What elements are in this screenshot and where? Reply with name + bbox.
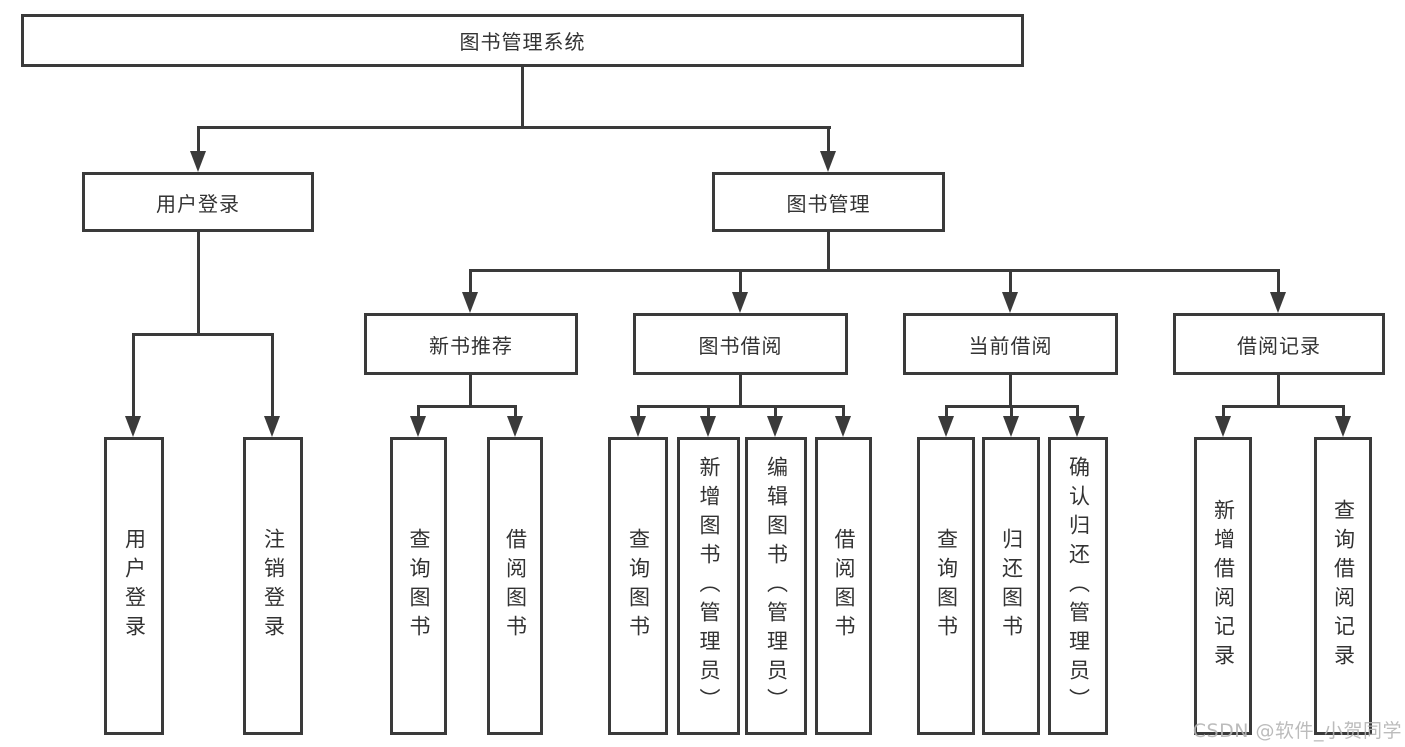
node-label: 借阅记录 (1237, 333, 1321, 358)
connector-line (945, 405, 948, 418)
leaf-label: 新增借阅记录 (1211, 499, 1236, 673)
node-book-borrowing: 图书借阅 (633, 313, 848, 375)
connector-line (827, 126, 830, 156)
connector-line (1222, 405, 1225, 418)
connector-line (1342, 405, 1345, 418)
node-new-book-recommendation: 新书推荐 (364, 313, 578, 375)
arrowhead-icon (630, 416, 646, 437)
connector-line (514, 405, 517, 418)
arrowhead-icon (820, 151, 836, 172)
connector-line (417, 405, 517, 408)
leaf-borrow-books-recommend: 借阅图书 (487, 437, 543, 735)
connector-line (132, 333, 135, 417)
connector-line (271, 333, 274, 417)
leaf-query-books-current: 查询图书 (917, 437, 975, 735)
leaf-add-borrow-record: 新增借阅记录 (1194, 437, 1252, 735)
leaf-label: 确认归还（管理员） (1066, 455, 1091, 717)
node-label: 当前借阅 (968, 333, 1053, 358)
node-label: 新书推荐 (429, 333, 513, 358)
leaf-user-login: 用户登录 (104, 437, 164, 735)
arrowhead-icon (1003, 416, 1019, 437)
connector-line (739, 375, 742, 407)
connector-line (1010, 405, 1013, 418)
connector-line (707, 405, 710, 418)
leaf-label: 注销登录 (261, 528, 286, 644)
connector-line (197, 126, 200, 156)
arrowhead-icon (264, 416, 280, 437)
arrowhead-icon (190, 151, 206, 172)
node-user-login: 用户登录 (82, 172, 314, 232)
leaf-query-books-borrow: 查询图书 (608, 437, 668, 735)
connector-line (197, 126, 831, 129)
connector-line (842, 405, 845, 418)
arrowhead-icon (700, 416, 716, 437)
connector-line (521, 67, 524, 128)
connector-line (132, 333, 274, 336)
node-label: 图书借阅 (698, 333, 783, 358)
arrowhead-icon (835, 416, 851, 437)
arrowhead-icon (125, 416, 141, 437)
arrowhead-icon (410, 416, 426, 437)
connector-line (417, 405, 420, 418)
connector-line (774, 405, 777, 418)
connector-line (1222, 405, 1344, 408)
arrowhead-icon (1069, 416, 1085, 437)
node-label: 用户登录 (156, 191, 240, 216)
connector-line (469, 375, 472, 407)
node-current-borrowing: 当前借阅 (903, 313, 1118, 375)
node-borrowing-records: 借阅记录 (1173, 313, 1385, 375)
arrowhead-icon (507, 416, 523, 437)
leaf-label: 用户登录 (122, 528, 147, 644)
connector-line (637, 405, 640, 418)
leaf-label: 归还图书 (999, 528, 1024, 644)
connector-line (1009, 269, 1012, 293)
arrowhead-icon (1270, 292, 1286, 313)
connector-line (1277, 269, 1280, 293)
arrowhead-icon (1002, 292, 1018, 313)
leaf-edit-books-admin: 编辑图书（管理员） (745, 437, 807, 735)
leaf-label: 新增图书（管理员） (697, 455, 721, 717)
connector-line (197, 232, 200, 336)
leaf-label: 查询图书 (934, 528, 959, 644)
leaf-label: 查询图书 (407, 528, 431, 644)
leaf-logout: 注销登录 (243, 437, 303, 735)
node-label: 图书管理 (786, 191, 871, 216)
leaf-query-borrow-record: 查询借阅记录 (1314, 437, 1372, 735)
connector-line (637, 405, 845, 408)
connector-line (739, 269, 742, 293)
leaf-label: 借阅图书 (832, 528, 856, 644)
leaf-return-books: 归还图书 (982, 437, 1040, 735)
node-label: 图书管理系统 (459, 30, 586, 54)
connector-line (469, 269, 1280, 272)
csdn-watermark: CSDN @软件_小贺同学 (1192, 720, 1402, 742)
arrowhead-icon (1215, 416, 1231, 437)
leaf-label: 查询图书 (626, 528, 651, 644)
leaf-confirm-return-admin: 确认归还（管理员） (1048, 437, 1108, 735)
arrowhead-icon (767, 416, 783, 437)
arrowhead-icon (938, 416, 954, 437)
connector-line (1009, 375, 1012, 407)
leaf-label: 查询借阅记录 (1331, 499, 1356, 673)
arrowhead-icon (462, 292, 478, 313)
connector-line (1076, 405, 1079, 418)
leaf-query-books-recommend: 查询图书 (390, 437, 447, 735)
connector-line (827, 232, 830, 271)
connector-line (1277, 375, 1280, 407)
node-book-management: 图书管理 (712, 172, 945, 232)
connector-line (469, 269, 472, 293)
arrowhead-icon (1335, 416, 1351, 437)
leaf-label: 借阅图书 (503, 528, 528, 644)
leaf-label: 编辑图书（管理员） (764, 455, 789, 717)
leaf-add-books-admin: 新增图书（管理员） (677, 437, 740, 735)
leaf-borrow-books: 借阅图书 (815, 437, 872, 735)
node-library-management-system: 图书管理系统 (21, 14, 1024, 67)
arrowhead-icon (732, 292, 748, 313)
